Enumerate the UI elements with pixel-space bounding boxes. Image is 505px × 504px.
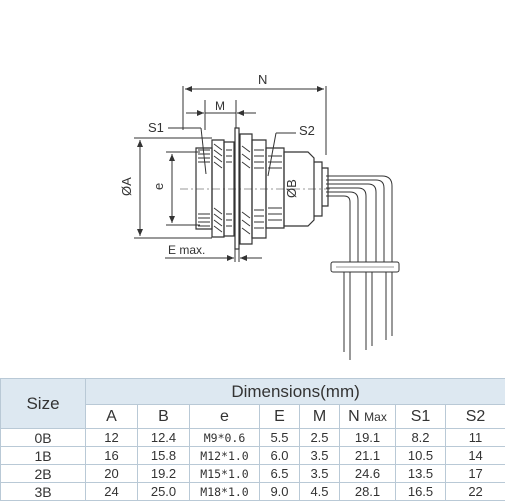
col-header-e: E	[259, 404, 300, 429]
connector-body	[180, 127, 330, 250]
leader-s2	[267, 132, 296, 177]
label-e: e	[151, 183, 166, 190]
cell-a: 12	[85, 428, 138, 447]
cell-size: 0B	[0, 428, 86, 447]
cell-b: 15.8	[137, 446, 190, 465]
cell-m: 4.5	[299, 482, 340, 501]
cell-s1: 8.2	[395, 428, 446, 447]
cell-b: 12.4	[137, 428, 190, 447]
cell-s1: 13.5	[395, 464, 446, 483]
cell-b: 25.0	[137, 482, 190, 501]
col-header-m: M	[299, 404, 340, 429]
cell-s2: 11	[444, 428, 505, 447]
cell-n: 21.1	[339, 446, 396, 465]
cell-e: 6.0	[259, 446, 300, 465]
connector-drawing: N M S1 S2 ØA e ØB E max.	[119, 72, 400, 360]
label-phi-a: ØA	[119, 177, 134, 196]
cell-a: 20	[85, 464, 138, 483]
dimensions-table: Size Dimensions(mm) A B e E M N Max S1 S…	[0, 378, 505, 501]
dimension-n	[182, 86, 327, 155]
col-header-s2: S2	[444, 404, 505, 429]
col-header-a: A	[85, 404, 138, 429]
leader-s1	[168, 127, 207, 175]
cell-s1: 16.5	[395, 482, 446, 501]
cell-a: 24	[85, 482, 138, 501]
dimension-e	[166, 151, 200, 226]
table-row: 2B 20 19.2 M15*1.0 6.5 3.5 24.6 13.5 17	[0, 464, 505, 483]
col-header-s1: S1	[395, 404, 446, 429]
cell-n: 28.1	[339, 482, 396, 501]
col-header-n: N Max	[339, 404, 396, 429]
cell-n: 24.6	[339, 464, 396, 483]
cell-size: 2B	[0, 464, 86, 483]
cell-e-thread: M12*1.0	[189, 446, 260, 465]
cell-s1: 10.5	[395, 446, 446, 465]
col-header-b: B	[137, 404, 190, 429]
label-phi-b: ØB	[284, 179, 299, 198]
label-e-max: E max.	[168, 243, 205, 257]
cell-e-thread: M9*0.6	[189, 428, 260, 447]
cell-e: 5.5	[259, 428, 300, 447]
cell-m: 2.5	[299, 428, 340, 447]
table-row: 3B 24 25.0 M18*1.0 9.0 4.5 28.1 16.5 22	[0, 482, 505, 501]
table-row: 0B 12 12.4 M9*0.6 5.5 2.5 19.1 8.2 11	[0, 428, 505, 447]
label-s1: S1	[148, 120, 164, 135]
cell-size: 3B	[0, 482, 86, 501]
table-row: 1B 16 15.8 M12*1.0 6.0 3.5 21.1 10.5 14	[0, 446, 505, 465]
label-m: M	[215, 99, 225, 113]
label-s2: S2	[299, 123, 315, 138]
cell-n: 19.1	[339, 428, 396, 447]
cell-size: 1B	[0, 446, 86, 465]
cell-e-thread: M18*1.0	[189, 482, 260, 501]
cell-s2: 14	[444, 446, 505, 465]
size-header: Size	[0, 378, 86, 429]
label-n: N	[258, 72, 267, 87]
dimensions-header: Dimensions(mm)	[84, 378, 505, 405]
cell-m: 3.5	[299, 446, 340, 465]
col-header-n-suffix: Max	[364, 409, 387, 424]
cell-b: 19.2	[137, 464, 190, 483]
right-angle-pins	[326, 175, 400, 360]
cell-m: 3.5	[299, 464, 340, 483]
cell-e: 9.0	[259, 482, 300, 501]
cell-e-thread: M15*1.0	[189, 464, 260, 483]
cell-a: 16	[85, 446, 138, 465]
cell-s2: 17	[444, 464, 505, 483]
dimension-phi-a	[134, 137, 212, 239]
cell-s2: 22	[444, 482, 505, 501]
technical-drawing: N M S1 S2 ØA e ØB E max.	[119, 72, 400, 360]
col-header-e-thread: e	[189, 404, 260, 429]
cell-e: 6.5	[259, 464, 300, 483]
